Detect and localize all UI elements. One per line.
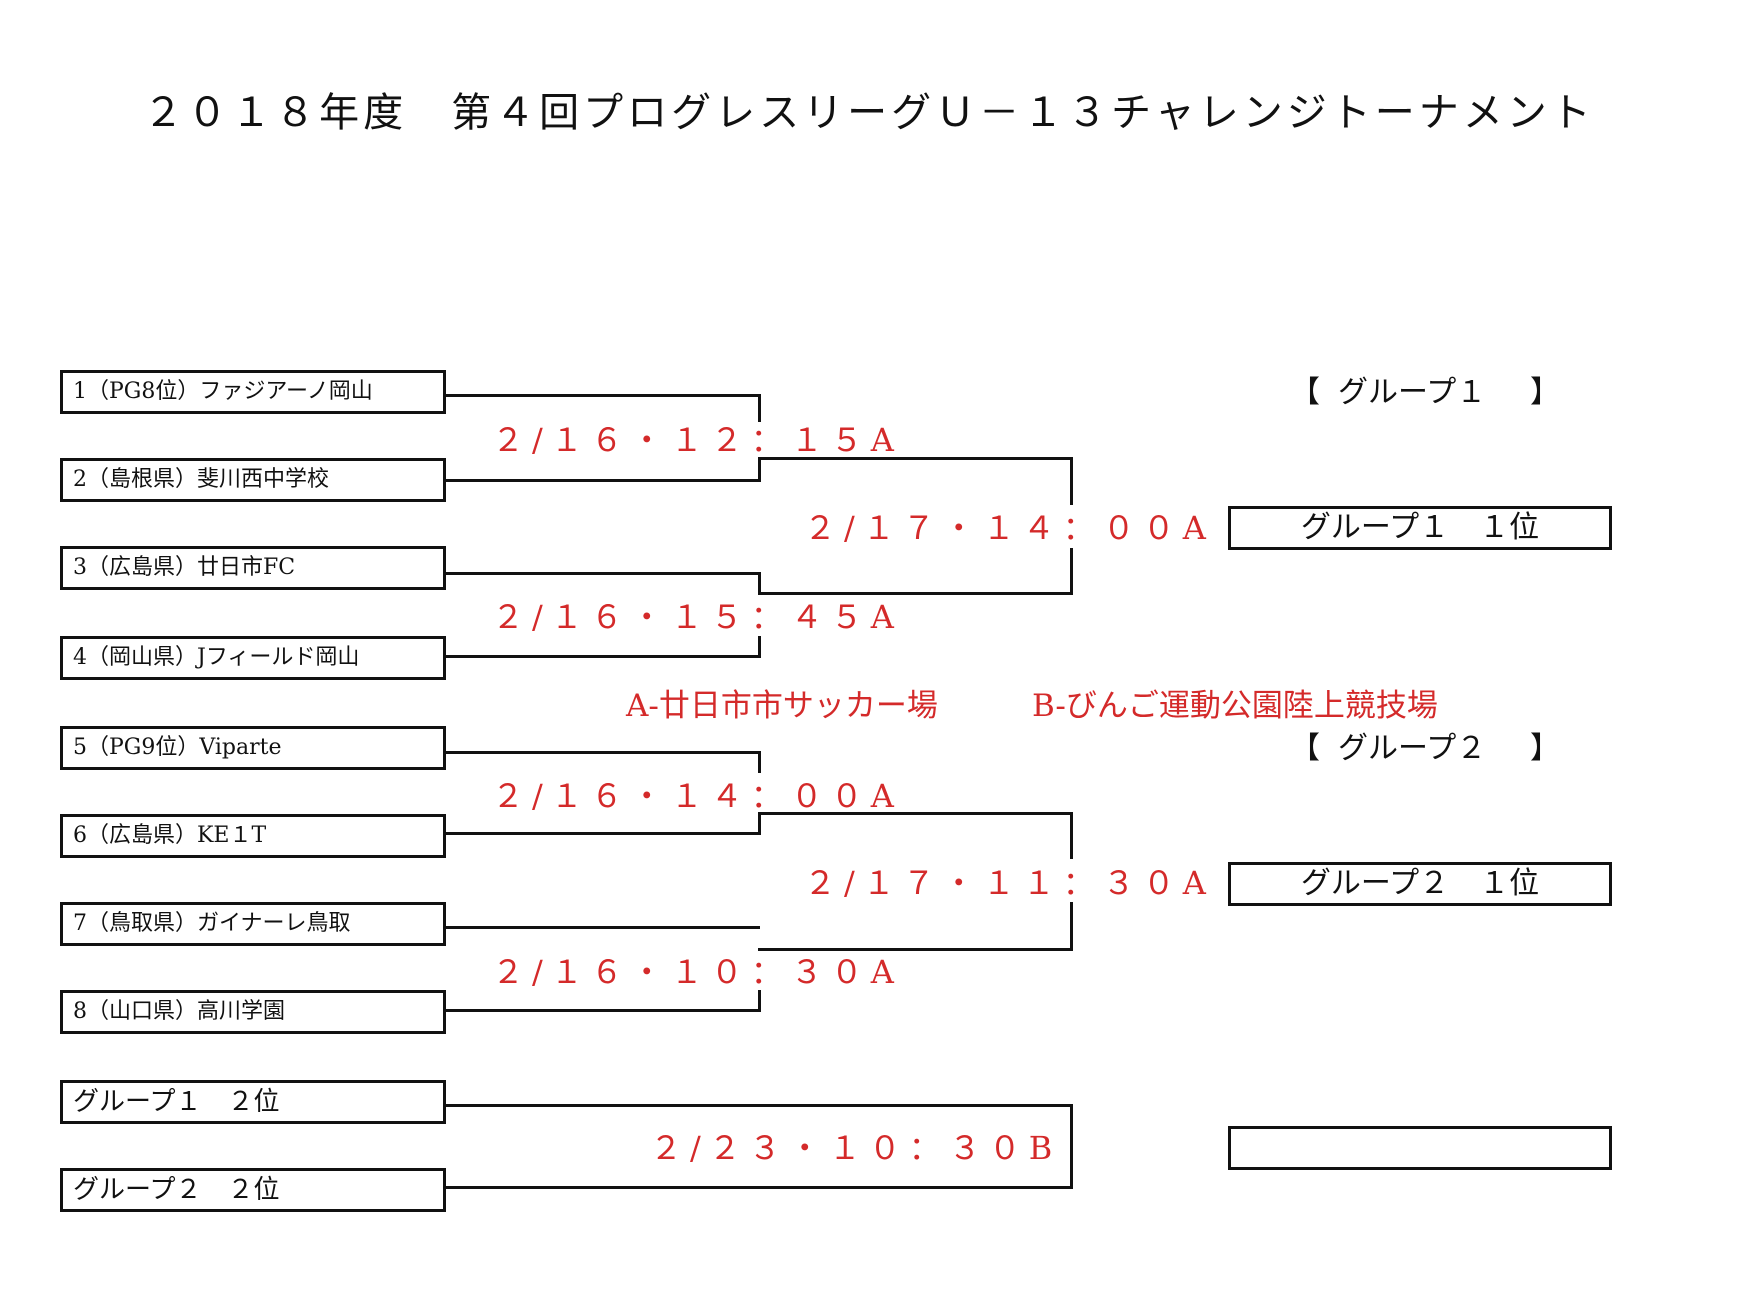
bracket-line (446, 832, 760, 835)
bracket-line (758, 990, 761, 1012)
bracket-line (446, 1186, 1072, 1189)
group1-header-label: グループ１ (1338, 375, 1487, 410)
bracket-line (446, 479, 760, 482)
bracket-close: 】 (1530, 375, 1560, 410)
bracket-line (758, 813, 761, 835)
bracket-line (446, 1104, 1072, 1107)
bracket-line (758, 394, 761, 422)
team-box-1: 1（PG8位）ファジアーノ岡山 (60, 370, 446, 414)
placement-result-box (1228, 1126, 1612, 1170)
bracket-line (1070, 548, 1073, 595)
team-box-5: 5（PG9位）Viparte (60, 726, 446, 770)
bracket-line (446, 572, 760, 575)
bracket-line (446, 751, 760, 754)
bracket-line (758, 636, 761, 658)
match-label-r2-1: ２/１７・１４：００A (804, 509, 1214, 547)
team-box-7: 7（鳥取県）ガイナーレ鳥取 (60, 902, 446, 946)
team-box-8: 8（山口県）高川学園 (60, 990, 446, 1034)
bracket-line (758, 948, 1072, 951)
bracket-close: 】 (1530, 731, 1560, 766)
match-label-r1-1: ２/１６・１２：１５A (492, 421, 902, 459)
bracket-open: 【 (1290, 731, 1320, 766)
bracket-line (446, 655, 760, 658)
match-label-r1-2: ２/１６・１５：４５A (492, 598, 902, 636)
bracket-line (758, 459, 761, 482)
bracket-line (758, 751, 761, 773)
bracket-open: 【 (1290, 375, 1320, 410)
bracket-line (758, 572, 761, 594)
bracket-line (758, 812, 1072, 815)
team-box-3: 3（広島県）廿日市FC (60, 546, 446, 590)
bracket-line (446, 926, 760, 929)
venue-b: B-びんご運動公園陸上競技場 (1032, 688, 1438, 724)
match-label-placement: ２/２３・１０：３０B (650, 1129, 1061, 1167)
bracket-line (1070, 1104, 1073, 1189)
venue-a: A-廿日市市サッカー場 (626, 688, 938, 724)
group2-winner-box: グループ２ １位 (1228, 862, 1612, 906)
team-box-group1-second: グループ１ ２位 (60, 1080, 446, 1124)
match-label-r1-4: ２/１６・１０：３０A (492, 953, 902, 991)
page-title: ２０１８年度 第４回プログレスリーグＵ－１３チャレンジトーナメント (143, 90, 1595, 136)
bracket-line (758, 457, 1072, 460)
bracket-line (1070, 902, 1073, 951)
team-box-6: 6（広島県）KE１T (60, 814, 446, 858)
team-box-2: 2（島根県）斐川西中学校 (60, 458, 446, 502)
match-label-r1-3: ２/１６・１４：００A (492, 777, 902, 815)
group2-header-label: グループ２ (1338, 731, 1487, 766)
team-box-group2-second: グループ２ ２位 (60, 1168, 446, 1212)
match-label-r2-2: ２/１７・１１：３０A (804, 864, 1214, 902)
team-box-4: 4（岡山県）Jフィールド岡山 (60, 636, 446, 680)
bracket-line (446, 1009, 760, 1012)
bracket-line (1070, 457, 1073, 505)
bracket-line (758, 592, 1072, 595)
group1-winner-box: グループ１ １位 (1228, 506, 1612, 550)
bracket-line (1070, 812, 1073, 859)
bracket-line (446, 394, 760, 397)
